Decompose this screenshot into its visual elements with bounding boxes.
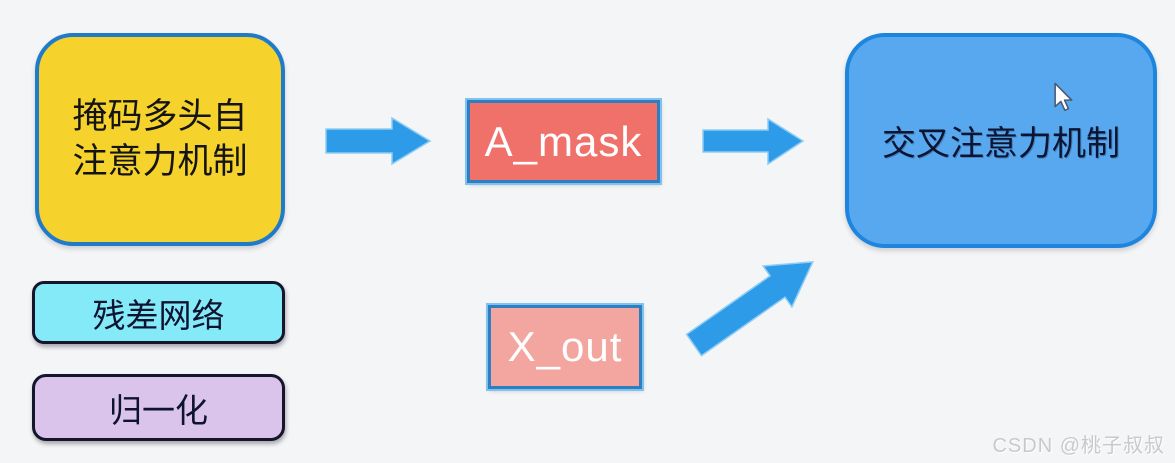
node-normalization-label: 归一化 bbox=[109, 391, 208, 429]
node-masked-label-line1: 掩码多头自 bbox=[72, 97, 248, 137]
arrow-xout-to-cross bbox=[685, 260, 814, 357]
node-x-out-label: X_out bbox=[507, 323, 623, 370]
mouse-cursor-icon bbox=[1052, 82, 1074, 112]
node-masked-multihead-self-attention: 掩码多头自 注意力机制 bbox=[35, 33, 285, 246]
csdn-watermark: CSDN @桃子叔叔 bbox=[992, 435, 1165, 457]
node-a-mask-label: A_mask bbox=[484, 117, 643, 165]
node-cross-attention-label: 交叉注意力机制 bbox=[882, 125, 1120, 163]
node-masked-label-line2: 注意力机制 bbox=[72, 141, 248, 181]
node-residual-network: 残差网络 bbox=[32, 281, 285, 344]
node-x-out: X_out bbox=[488, 305, 642, 389]
node-a-mask: A_mask bbox=[467, 100, 660, 183]
node-cross-attention: 交叉注意力机制 bbox=[845, 33, 1157, 248]
node-normalization: 归一化 bbox=[32, 374, 285, 441]
arrow-amask-to-cross bbox=[702, 117, 805, 166]
node-residual-label: 残差网络 bbox=[92, 296, 225, 334]
arrow-masked-to-amask bbox=[325, 116, 432, 166]
